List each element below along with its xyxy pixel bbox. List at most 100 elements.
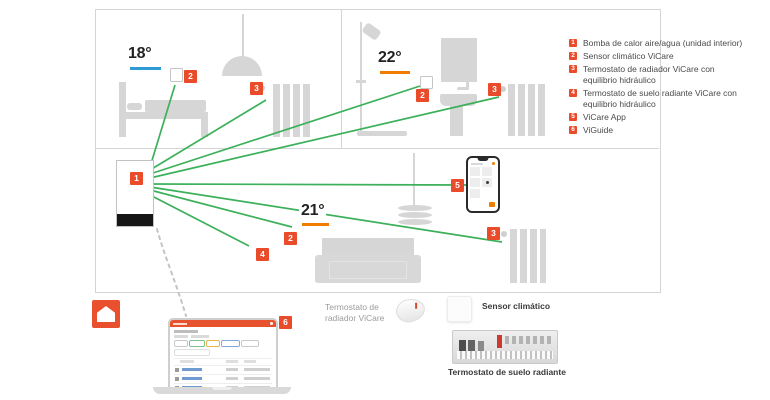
legend-item: 3 Termostato de radiador ViCare con equi… [569, 64, 765, 86]
floor-lamp-disc [398, 212, 432, 218]
house-icon [97, 306, 115, 322]
bathroom-radiator [508, 84, 545, 136]
viguide-cell-bar [226, 368, 238, 371]
viguide-filter-chip [221, 340, 240, 347]
app-tile [470, 167, 480, 176]
app-tile-icon [485, 181, 489, 184]
phone-accent-dot [492, 162, 495, 165]
legend-label: ViCare App [583, 112, 626, 122]
sink-bowl [440, 94, 477, 106]
legend-item: 4 Termostato de suelo radiante ViCare co… [569, 88, 765, 110]
viguide-table-divider [174, 365, 272, 366]
bedroom-climate-sensor [170, 68, 183, 82]
bed-platform [119, 112, 208, 119]
legend-label: Bomba de calor aire/agua (unidad interio… [583, 38, 743, 48]
viguide-filter-chip [189, 340, 205, 347]
bed-duvet [145, 100, 206, 112]
viessmann-logo [92, 300, 120, 328]
viguide-table-divider [174, 383, 272, 384]
legend-label: Termostato de radiador ViCare con equili… [583, 64, 715, 85]
floor-heating-thermostat-product [452, 330, 558, 364]
laptop-base-notch [212, 387, 232, 390]
heat-pump-base [117, 214, 153, 226]
shower-tray [357, 131, 407, 136]
marker-bedroom-sensor: 2 [184, 70, 197, 83]
floor-plan [95, 9, 661, 293]
bathroom-climate-sensor [420, 76, 433, 89]
viguide-device-link [182, 368, 202, 371]
radiator-thermostat-label: Termostato de radiador ViCare [325, 302, 384, 323]
app-tile [482, 167, 492, 176]
marker-living-sensor: 2 [284, 232, 297, 245]
viguide-cell-bar [244, 377, 270, 380]
legend-badge: 4 [569, 89, 577, 97]
legend-item: 6 ViGuide [569, 125, 765, 136]
legend-item: 1 Bomba de calor aire/agua (unidad inter… [569, 38, 765, 49]
viguide-page-title-bar [174, 330, 198, 333]
living-temp-underline [302, 223, 329, 226]
manifold-module [468, 340, 475, 355]
legend-badge: 6 [569, 126, 577, 134]
bathroom-temperature: 22° [378, 49, 402, 66]
viguide-filter-chip [241, 340, 259, 347]
sofa-base [315, 255, 421, 283]
cable-dashed-curve [156, 228, 187, 317]
viguide-laptop-base [153, 387, 291, 394]
floor-lamp-disc [398, 205, 432, 211]
living-temperature: 21° [299, 202, 327, 220]
viguide-row-icon [175, 368, 179, 372]
manifold-terminal-row [457, 351, 553, 359]
viguide-table-divider [174, 374, 272, 375]
marker-viguide: 6 [279, 316, 292, 329]
heat-pump-indoor-unit [116, 160, 154, 227]
climate-sensor-label: Sensor climático [482, 301, 551, 311]
manifold-module [459, 340, 466, 355]
radiator-thermostat-label-line2: radiador ViCare [325, 312, 385, 323]
marker-bathroom-radiator: 3 [488, 83, 501, 96]
legend-label: Sensor climático ViCare [583, 51, 674, 61]
sink-faucet-spout [466, 81, 469, 88]
marker-vicare-app: 5 [451, 179, 464, 192]
shower-valve [356, 80, 366, 83]
vicare-app-phone [466, 156, 500, 213]
wall-divider-vertical [341, 9, 342, 148]
marker-bedroom-radiator: 3 [250, 82, 263, 95]
legend-badge: 3 [569, 65, 577, 73]
bed-headboard [119, 82, 126, 137]
viguide-column-header [244, 360, 256, 363]
floor-lamp-disc [398, 219, 432, 225]
marker-living-radiator: 3 [487, 227, 500, 240]
phone-app-header [471, 163, 483, 165]
viguide-table-divider [174, 358, 272, 359]
phone-action-button [489, 202, 495, 207]
manifold-connector-row [505, 336, 553, 344]
viguide-column-header [226, 360, 238, 363]
radiator-thermostat-label-line1: Termostato de [325, 302, 379, 312]
viguide-row-icon [175, 377, 179, 381]
legend-item: 2 Sensor climático ViCare [569, 51, 765, 62]
viguide-title-placeholder [173, 322, 187, 325]
viguide-filter-chip [206, 340, 220, 347]
app-tile [482, 178, 492, 187]
app-tile [470, 178, 480, 187]
living-radiator [510, 229, 546, 283]
legend-badge: 5 [569, 113, 577, 121]
legend-label: ViGuide [583, 125, 614, 135]
radiator-valve-knob [501, 231, 507, 237]
marker-bathroom-sensor: 2 [416, 89, 429, 102]
legend-badge: 2 [569, 52, 577, 60]
viguide-search-field [174, 349, 210, 356]
bathroom-cistern [441, 38, 477, 82]
viguide-tab-bar [174, 335, 188, 338]
shower-pipe [360, 22, 362, 134]
legend-label: Termostato de suelo radiante ViCare con … [583, 88, 737, 109]
legend-item: 5 ViCare App [569, 112, 765, 123]
pendant-lamp-shade [222, 56, 262, 76]
marker-heat-pump: 1 [130, 172, 143, 185]
viguide-user-dot [270, 322, 273, 325]
manifold-red-indicator [497, 335, 502, 348]
legend-badge: 1 [569, 39, 577, 47]
viguide-column-header [180, 360, 194, 363]
bedroom-temperature: 18° [128, 45, 152, 62]
